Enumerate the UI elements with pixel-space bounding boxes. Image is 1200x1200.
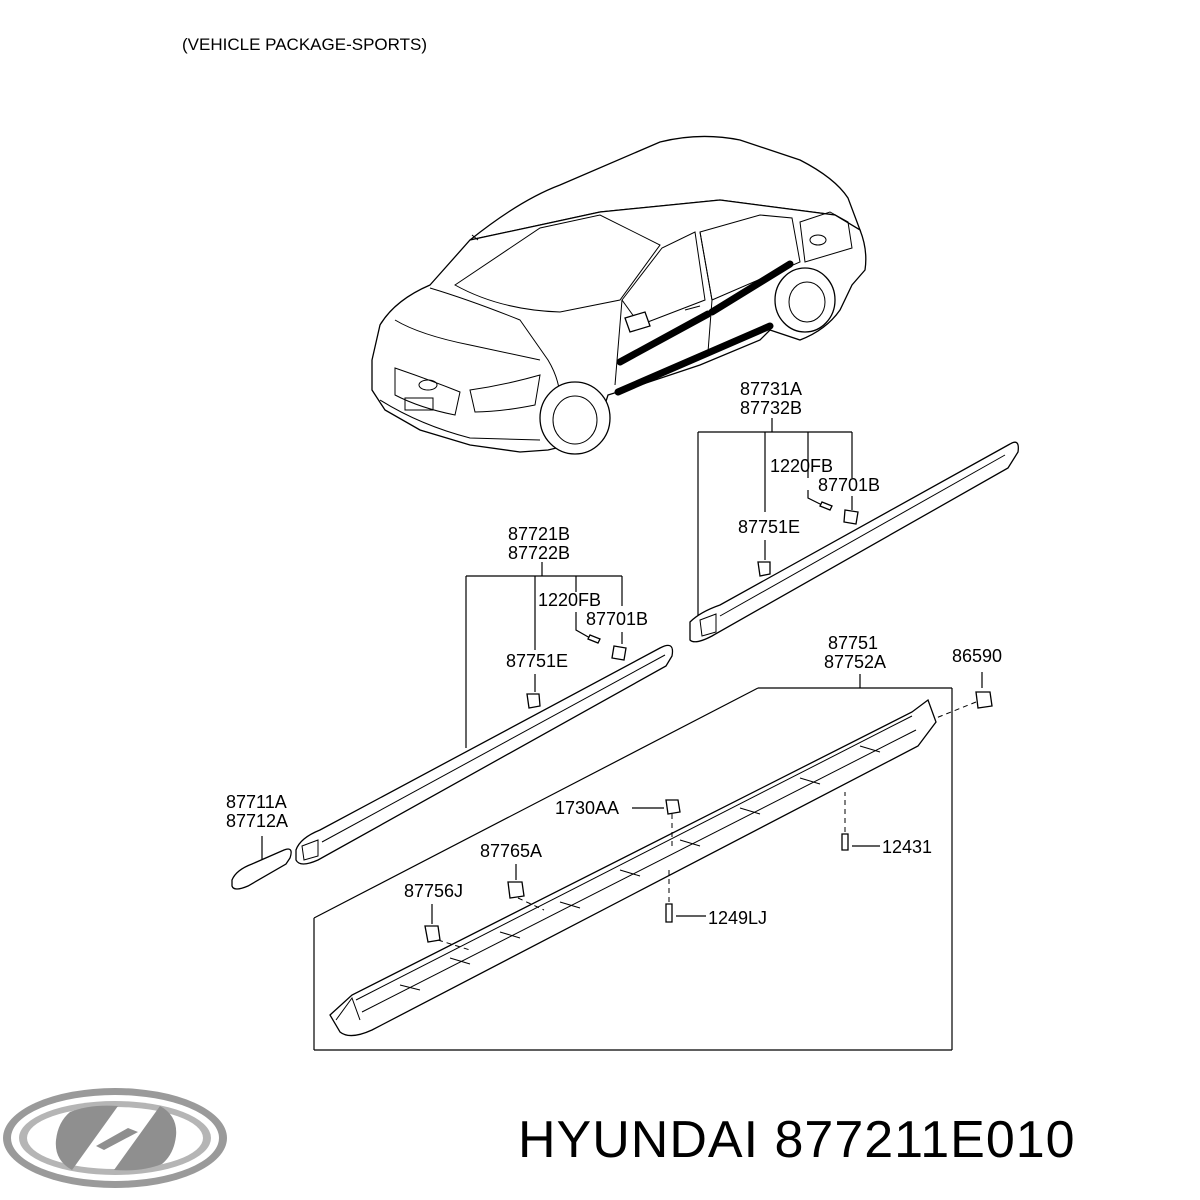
label-1249LJ: 1249LJ — [708, 908, 767, 928]
screw-12431 — [841, 833, 849, 851]
label-87701B-front: 87701B — [586, 609, 648, 629]
label-87751: 87751 — [828, 633, 878, 653]
clip-87701B-front — [611, 645, 627, 661]
label-1220FB-rear: 1220FB — [770, 456, 833, 476]
clip-87765A — [507, 881, 525, 899]
rear-door-molding-part — [689, 441, 1019, 643]
screw-1249LJ — [665, 903, 673, 923]
label-87721B: 87721B — [508, 524, 570, 544]
label-87731A: 87731A — [740, 379, 802, 399]
screw-1220FB-rear — [819, 501, 833, 511]
label-86590: 86590 — [952, 646, 1002, 666]
front-door-molding-part — [295, 644, 674, 865]
label-87751E-front: 87751E — [506, 651, 568, 671]
brand-name: HYUNDAI — [518, 1111, 760, 1169]
fender-molding-part — [231, 848, 292, 890]
label-1220FB-front: 1220FB — [538, 590, 601, 610]
label-87765A: 87765A — [480, 841, 542, 861]
label-1730AA: 1730AA — [555, 798, 619, 818]
side-sill-strip — [614, 322, 774, 396]
package-note: (VEHICLE PACKAGE-SPORTS) — [182, 35, 427, 54]
car-illustration — [371, 135, 867, 455]
label-12431: 12431 — [882, 837, 932, 857]
label-87752A: 87752A — [824, 652, 886, 672]
body-molding-strip-front — [616, 310, 712, 366]
clip-87751E-front — [526, 693, 541, 709]
label-87701B-rear: 87701B — [818, 475, 880, 495]
clip-87756J — [424, 925, 441, 943]
label-87756J: 87756J — [404, 881, 463, 901]
brand-part-number: HYUNDAI 877211E010 — [518, 1110, 1076, 1170]
hyundai-logo-icon — [3, 1088, 227, 1188]
label-87711A: 87711A — [226, 792, 287, 812]
clip-87701B-rear — [843, 509, 859, 525]
screw-1220FB-front — [587, 634, 601, 644]
part-number: 877211E010 — [774, 1111, 1076, 1169]
label-87732B: 87732B — [740, 398, 802, 418]
clip-1730AA — [665, 799, 681, 815]
grommet-86590 — [975, 691, 993, 709]
clip-87751E-rear — [757, 561, 771, 577]
label-87712A: 87712A — [226, 811, 288, 831]
label-87722B: 87722B — [508, 543, 570, 563]
label-87751E-rear: 87751E — [738, 517, 800, 537]
body-molding-strip-rear — [708, 260, 794, 316]
